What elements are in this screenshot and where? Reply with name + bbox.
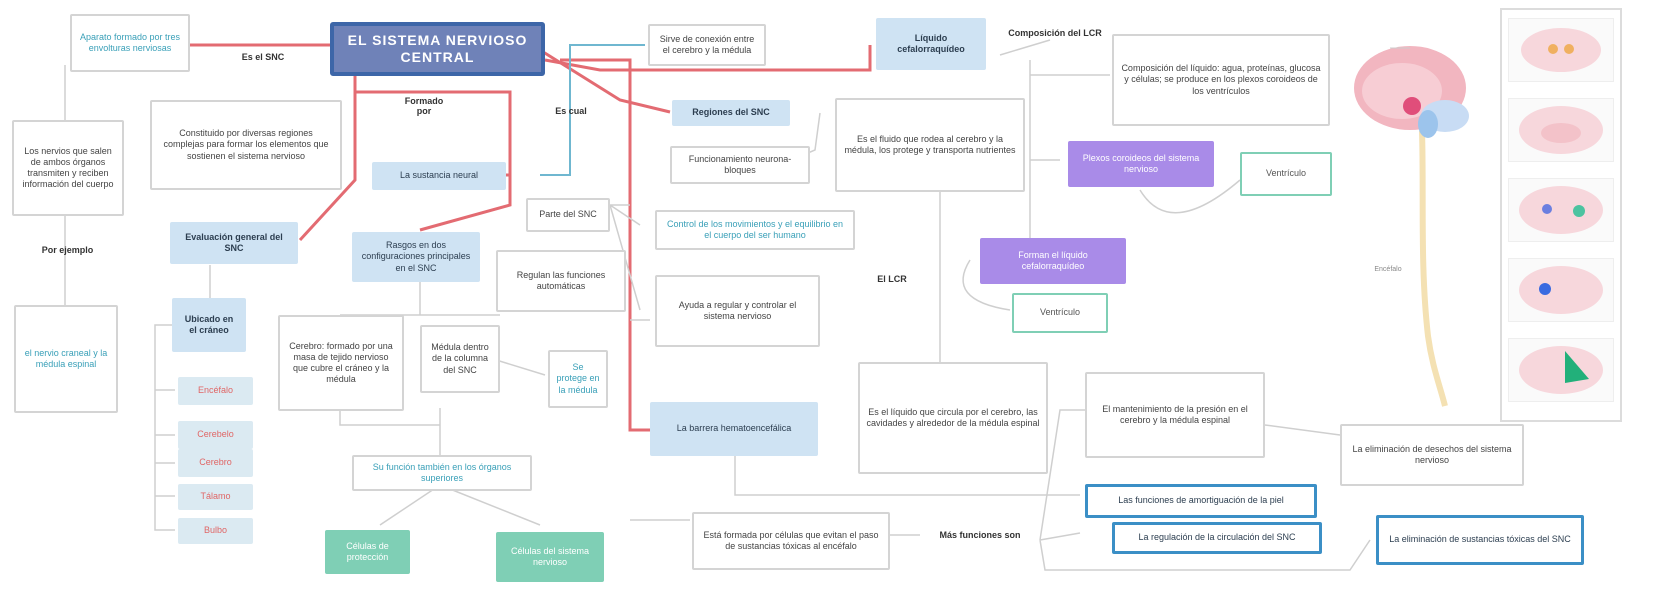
left-blue-node: el nervio craneal y la médula espinal	[14, 305, 118, 413]
med-teal-node: Control de los movimientos y el equilibr…	[655, 210, 855, 250]
lavender-top-node: Plexos coroideos del sistema nervioso	[1068, 141, 1214, 187]
bottom-mid-node: Está formada por células que evitan el p…	[692, 512, 890, 570]
green-right-node: Células del sistema nervioso	[496, 532, 604, 582]
cerebro-box: Cerebro: formado por una masa de tejido …	[278, 315, 404, 411]
pink-item-cerebro: Cerebro	[178, 449, 253, 477]
brainstem-shape	[1418, 110, 1438, 138]
title-node: EL SISTEMA NERVIOSO CENTRAL	[330, 22, 545, 76]
lavender-mid-node: Forman el líquido cefalorraquídeo	[980, 238, 1126, 284]
ayuda-node: Ayuda a regular y controlar el sistema n…	[655, 275, 820, 347]
label-formado: Formado por	[404, 96, 444, 116]
center-low-node: Es el líquido que circula por el cerebro…	[858, 362, 1048, 474]
highlight-node-2: La regulación de la circulación del SNC	[1112, 522, 1322, 554]
top-center-box: Sirve de conexión entre el cerebro y la …	[648, 24, 766, 66]
connector-right-mid	[1264, 424, 1341, 436]
label-lcr: El LCR	[877, 274, 907, 284]
regulan-node: Regulan las funciones automáticas	[496, 250, 626, 312]
brain-sections-strip	[1500, 8, 1622, 422]
top-left-node: Aparato formado por tres envolturas nerv…	[70, 14, 190, 72]
liquido-node: Líquido cefalorraquídeo	[876, 18, 986, 70]
barrera-node: La barrera hematoencefálica	[650, 402, 818, 456]
se-protege-node: Se protege en la médula	[548, 350, 608, 408]
evaluacion-node: Evaluación general del SNC	[170, 222, 298, 264]
label-es-cual: Es cual	[555, 106, 587, 116]
cerebrum-inner	[1362, 63, 1442, 119]
thalamus-shape	[1403, 97, 1421, 115]
spinal-cord	[1419, 130, 1448, 407]
right-mid-node: El mantenimiento de la presión en el cer…	[1085, 372, 1265, 458]
brain-section-thumb-5	[1508, 338, 1614, 402]
ventriculo-node-1: Ventrículo	[1240, 152, 1332, 196]
label-esta: Es el SNC	[241, 52, 285, 62]
funcionamiento-node: Funcionamiento neurona-bloques	[670, 146, 810, 184]
regiones-node: Regiones del SNC	[672, 100, 790, 126]
ubicado-node: Ubicado en el cráneo	[172, 298, 246, 352]
brain-label: Encéfalo	[1374, 266, 1402, 273]
brain-section-thumb-1	[1508, 18, 1614, 82]
brain-section-thumb-3	[1508, 178, 1614, 242]
connector-title-formado	[353, 75, 512, 177]
connector-bottom-center	[379, 484, 541, 526]
green-left-node: Células de protección	[325, 530, 410, 574]
brain-section-thumb-2	[1508, 98, 1614, 162]
left-text-node: Los nervios que salen de ambos órganos t…	[12, 120, 124, 216]
rasgos-node: Rasgos en dos configuraciones principale…	[352, 232, 480, 282]
right-bottom-box: La eliminación de desechos del sistema n…	[1340, 424, 1524, 486]
pink-item-talamo: Tálamo	[178, 484, 253, 510]
brain-section-thumb-4	[1508, 258, 1614, 322]
menor-box: Parte del SNC	[526, 198, 610, 232]
pink-item-bulbo: Bulbo	[178, 518, 253, 544]
connector-pinks	[154, 324, 175, 531]
right-box: Composición del líquido: agua, proteínas…	[1112, 34, 1330, 126]
connector-rasgos-down	[340, 280, 500, 316]
ventriculo-node-2: Ventrículo	[1012, 293, 1108, 333]
label-mas: Más funciones son	[939, 530, 1021, 540]
pink-item-cerebelo: Cerebelo	[178, 421, 253, 449]
formado-box: Constituido por diversas regiones comple…	[150, 100, 342, 190]
brain-spinal-illustration	[1354, 46, 1469, 407]
neuro-blue-node: La sustancia neural	[372, 162, 506, 190]
pink-item-encefalo: Encéfalo	[178, 377, 253, 405]
label-composicion: Composición del LCR	[1008, 28, 1102, 38]
bottom-center-node: Su función también en los órganos superi…	[352, 455, 532, 491]
highlight-node-3: La eliminación de sustancias tóxicas del…	[1376, 515, 1584, 565]
highlight-node-1: Las funciones de amortiguación de la pie…	[1085, 484, 1317, 518]
label-ejemplo: Por ejemplo	[41, 245, 94, 255]
center-text-node: Es el fluido que rodea al cerebro y la m…	[835, 98, 1025, 192]
medula-box: Médula dentro de la columna del SNC	[420, 325, 500, 393]
connector-cerebro-bottom	[339, 408, 441, 455]
